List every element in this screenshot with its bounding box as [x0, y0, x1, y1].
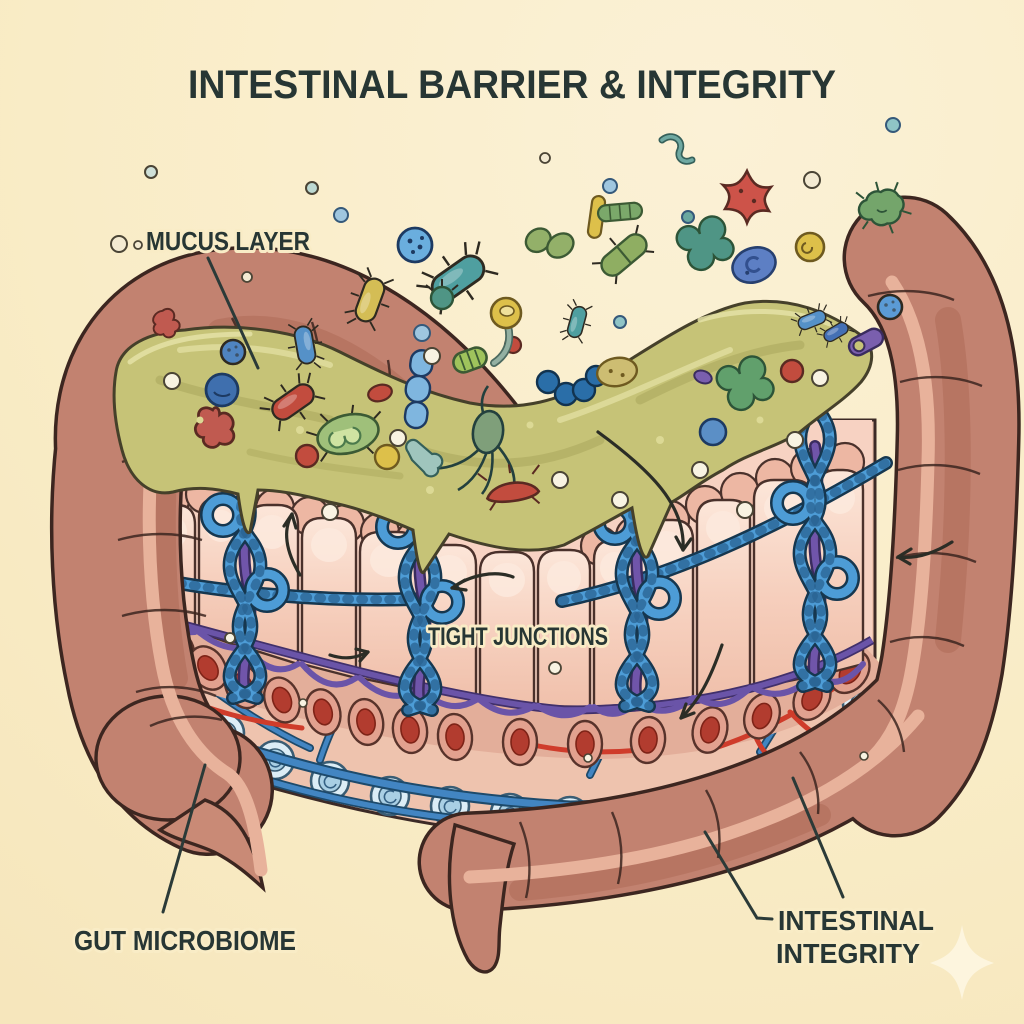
mucus-layer-label: MUCUS LAYER: [146, 226, 310, 256]
cluster-microbe: [715, 355, 775, 412]
intestinal-integrity-label-line1: INTESTINAL: [778, 905, 934, 936]
dotted-coccus: [396, 226, 434, 264]
annotation-layer: INTESTINAL BARRIER & INTEGRITY MUCUS LAY…: [71, 63, 937, 972]
star-microbe: [719, 167, 775, 227]
cluster-microbe: [675, 215, 735, 272]
sparkle-icon: [930, 925, 994, 1000]
intestinal-integrity-label-line2: INTEGRITY: [776, 938, 920, 969]
page-title: INTESTINAL BARRIER & INTEGRITY: [188, 63, 836, 107]
mucus-specks: [196, 416, 764, 494]
swirl-oval-microbe: [731, 246, 777, 284]
mucus-layer-leader-line: [206, 256, 260, 370]
tight-junctions-label: TIGHT JUNCTIONS: [428, 623, 608, 651]
gut-microbiome-label: GUT MICROBIOME: [74, 925, 296, 956]
lollipop-microbe: [489, 296, 523, 367]
intestinal-integrity-leader-line-1: [703, 830, 774, 921]
sigmoid-tail: [447, 822, 517, 974]
donut-rod-microbe: [847, 327, 885, 357]
flow-arrows: [282, 430, 954, 720]
bone-shaped-microbe: [405, 438, 444, 478]
intestinal-integrity-leader-line-2: [791, 776, 845, 899]
diplococcus: [591, 224, 655, 285]
gut-microbiome-leader-line: [161, 763, 207, 914]
floating-microbes: [110, 117, 912, 367]
bubbles: [163, 347, 869, 763]
two-lobe-microbe: [524, 227, 575, 259]
mucus-texture: [127, 309, 833, 480]
cecum: [94, 694, 242, 822]
spiky-coccus: [425, 279, 459, 311]
fuzzy-microbe: [855, 181, 912, 234]
basement-membrane-inner: [149, 613, 874, 713]
